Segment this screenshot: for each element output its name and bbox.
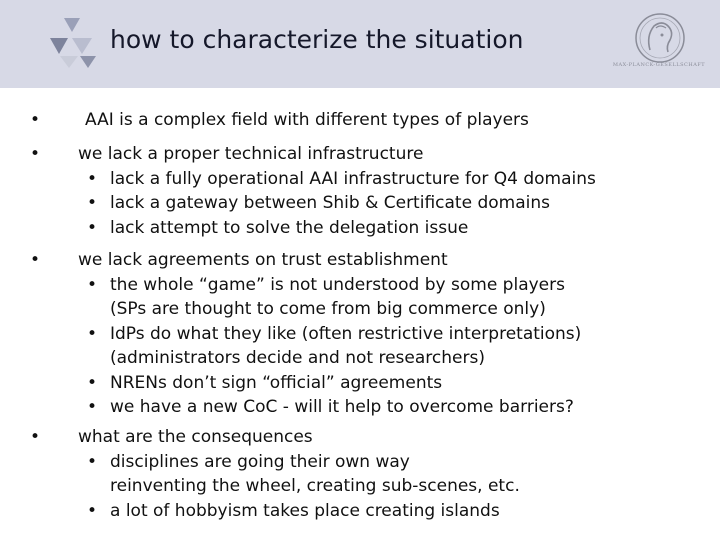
sub-bullet: • xyxy=(87,168,98,189)
section-heading: AAI is a complex field with different ty… xyxy=(85,110,529,130)
sub-item-line: lack attempt to solve the delegation iss… xyxy=(110,217,469,238)
sub-bullet: • xyxy=(87,274,98,295)
sub-item-line: lack a gateway between Shib & Certificat… xyxy=(110,193,550,213)
section-heading: what are the consequences xyxy=(78,427,313,447)
sub-bullet: • xyxy=(87,372,98,393)
sub-item-line: disciplines are going their own way xyxy=(110,451,410,472)
sub-item-line: (SPs are thought to come from big commer… xyxy=(110,299,546,319)
sub-item-line: NRENs don’t sign “official” agreements xyxy=(110,372,443,393)
sub-bullet: • xyxy=(87,451,98,472)
sub-item-line: reinventing the wheel, creating sub-scen… xyxy=(110,476,520,496)
section-bullet: • xyxy=(30,250,41,270)
section-bullet: • xyxy=(30,110,41,130)
section-heading: we lack a proper technical infrastructur… xyxy=(78,144,424,164)
section-bullet: • xyxy=(30,427,41,447)
minerva-seal-icon xyxy=(635,13,685,63)
sub-item-line: lack a fully operational AAI infrastruct… xyxy=(110,168,596,189)
sub-bullet: • xyxy=(87,217,98,238)
sub-item-line: the whole “game” is not understood by so… xyxy=(110,274,565,295)
section-bullet: • xyxy=(30,144,41,164)
slide-title: how to characterize the situation xyxy=(110,25,524,54)
sub-bullet: • xyxy=(87,397,98,417)
sub-item-line: we have a new CoC - will it help to over… xyxy=(110,397,574,417)
seal-caption: MAX-PLANCK-GESELLSCHAFT xyxy=(612,62,706,68)
sub-item-line: (administrators decide and not researche… xyxy=(110,348,485,368)
triangles-logo-icon xyxy=(50,18,96,68)
sub-bullet: • xyxy=(87,500,98,521)
header-band xyxy=(0,0,720,88)
sub-bullet: • xyxy=(87,193,98,213)
sub-bullet: • xyxy=(87,323,98,344)
sub-item-line: a lot of hobbyism takes place creating i… xyxy=(110,500,500,521)
sub-item-line: IdPs do what they like (often restrictiv… xyxy=(110,323,582,344)
section-heading: we lack agreements on trust establishmen… xyxy=(78,250,448,270)
